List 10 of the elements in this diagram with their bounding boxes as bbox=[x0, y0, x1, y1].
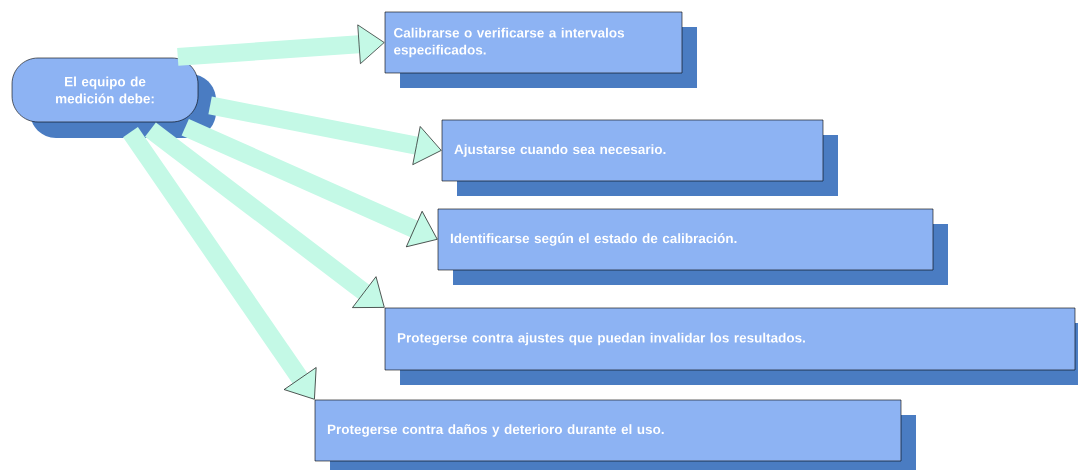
block-arrow bbox=[177, 24, 385, 66]
text-box: Protegerse contra ajustes que puedan invalidar los resultados. bbox=[384, 307, 1078, 385]
block-arrow bbox=[181, 118, 438, 248]
text-box: Identificarse según el estado de calibración. bbox=[437, 208, 948, 285]
rounded-box: El equipo de medición debe: bbox=[11, 57, 216, 138]
block-arrow bbox=[145, 122, 385, 308]
text-box: Protegerse contra daños y deterioro durante el uso. bbox=[314, 399, 916, 470]
text-box: Calibrarse o verificarse a intervalos especificados. bbox=[384, 11, 697, 88]
text-box: Ajustarse cuando sea necesario. bbox=[441, 119, 838, 196]
block-arrow bbox=[123, 127, 317, 400]
